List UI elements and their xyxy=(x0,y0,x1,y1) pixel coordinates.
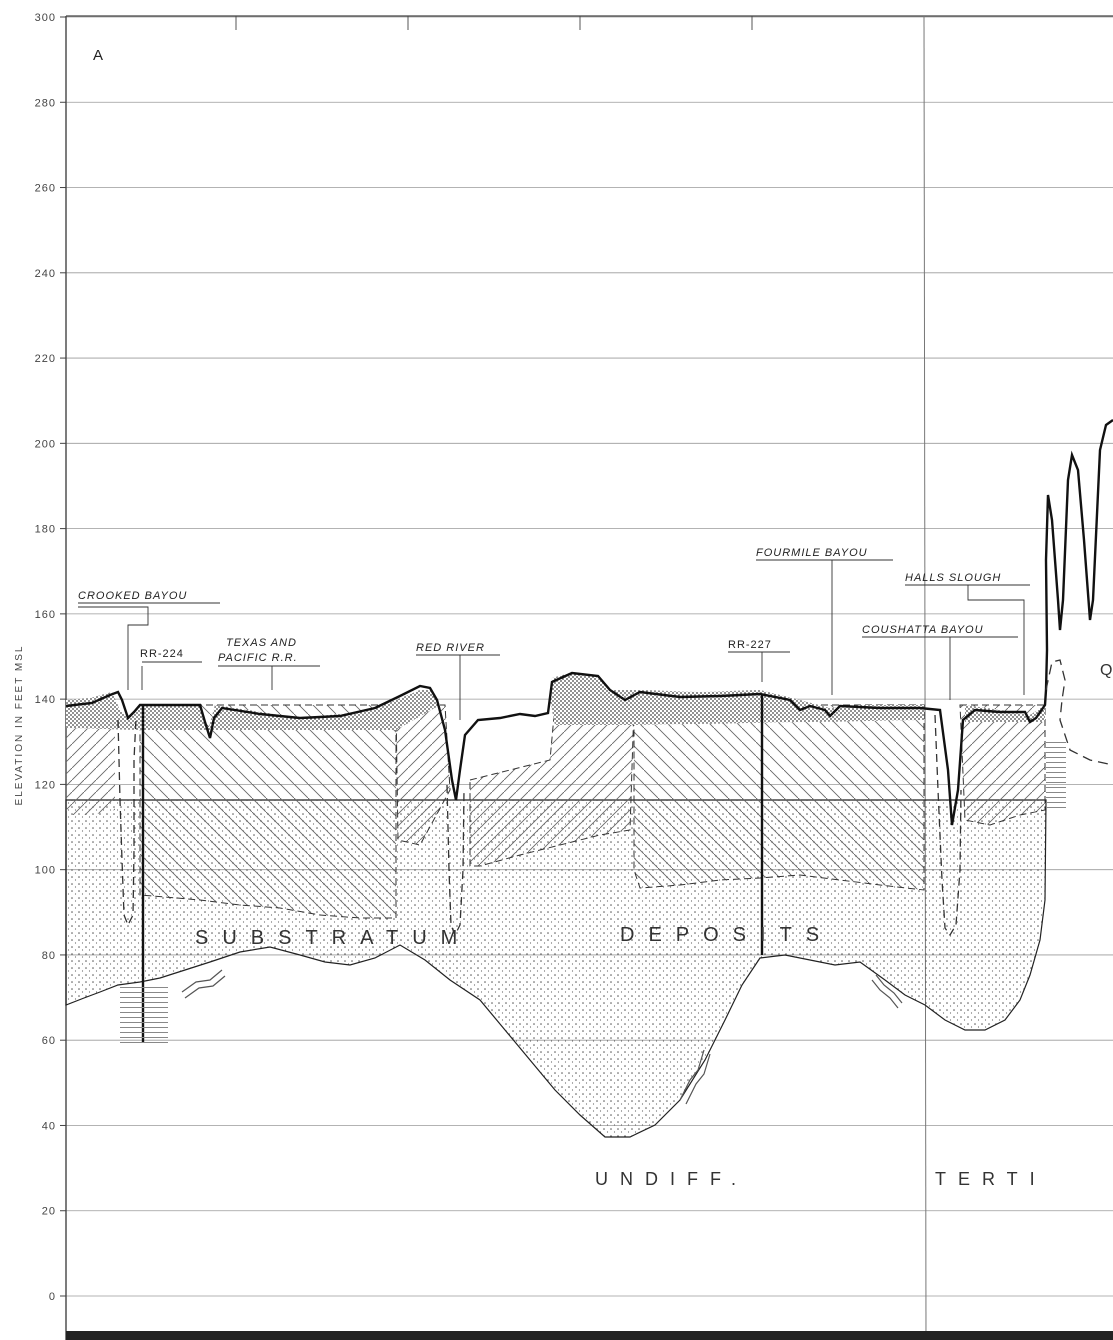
y-tick-label: 20 xyxy=(42,1206,56,1218)
y-tick-label: 60 xyxy=(42,1035,56,1047)
topstratum-rr227-hatch xyxy=(633,704,925,891)
y-tick-label: 100 xyxy=(35,865,56,877)
topstratum-crooked-hatch xyxy=(139,704,397,919)
surface-silt-layer-3 xyxy=(965,705,1045,722)
label-texas-pacific-2: PACIFIC R.R. xyxy=(218,652,298,664)
y-tick-label: 200 xyxy=(35,438,56,450)
label-rr-224: RR-224 xyxy=(140,648,184,660)
y-tick-label: 140 xyxy=(35,694,56,706)
surface-silt-layer-2 xyxy=(550,673,924,725)
unit-label-substratum: SUBSTRATUM xyxy=(195,927,471,949)
y-tick-label: 160 xyxy=(35,609,56,621)
unit-label-deposits: DEPOSITS xyxy=(620,924,833,946)
y-tick-label: 240 xyxy=(35,268,56,280)
topstratum-redriver-hatch xyxy=(395,704,451,846)
bottom-border xyxy=(66,1331,1113,1340)
y-tick-label: 80 xyxy=(42,950,56,962)
ground-surface-profile xyxy=(65,419,1113,826)
label-rr-227: RR-227 xyxy=(728,639,772,651)
panel-label: A xyxy=(93,47,103,64)
label-texas-pacific-1: TEXAS AND xyxy=(226,637,297,649)
y-tick-label: 0 xyxy=(49,1291,56,1303)
topstratum-left-hatch xyxy=(66,705,115,815)
topstratum-mid-hatch xyxy=(469,704,635,867)
y-axis-ticks: 3002802602402202001801601401201008060402… xyxy=(35,12,66,1303)
boring-right-log xyxy=(1046,740,1066,810)
y-tick-label: 120 xyxy=(35,779,56,791)
y-tick-label: 280 xyxy=(35,97,56,109)
vertical-divider xyxy=(923,15,927,1340)
y-tick-label: 300 xyxy=(35,12,56,24)
y-tick-label: 220 xyxy=(35,353,56,365)
y-tick-label: 40 xyxy=(42,1120,56,1132)
unit-label-undiff: UNDIFF. xyxy=(595,1169,748,1189)
boring-rr224-log xyxy=(120,985,168,1043)
surface-silt-layer xyxy=(66,690,440,730)
unit-label-tertiary: TERTI xyxy=(935,1169,1047,1189)
red-river-channel xyxy=(446,784,465,937)
label-fourmile-bayou: FOURMILE BAYOU xyxy=(756,547,868,559)
y-tick-label: 260 xyxy=(35,183,56,195)
gravel-symbols xyxy=(181,969,903,1105)
label-red-river: RED RIVER xyxy=(416,642,485,654)
unit-label-q: Q xyxy=(1100,662,1112,679)
label-coushatta-bayou: COUSHATTA BAYOU xyxy=(862,624,984,636)
y-tick-label: 180 xyxy=(35,524,56,536)
crooked-bayou-channel xyxy=(117,717,137,927)
label-crooked-bayou: CROOKED BAYOU xyxy=(78,590,187,602)
y-axis-label: ELEVATION IN FEET MSL xyxy=(14,645,25,806)
label-halls-slough: HALLS SLOUGH xyxy=(905,572,1001,584)
coushatta-channel xyxy=(934,714,962,937)
right-valley-wall xyxy=(1045,659,1113,766)
topstratum-right-hatch xyxy=(959,704,1046,826)
feature-leader-lines xyxy=(78,559,1030,720)
